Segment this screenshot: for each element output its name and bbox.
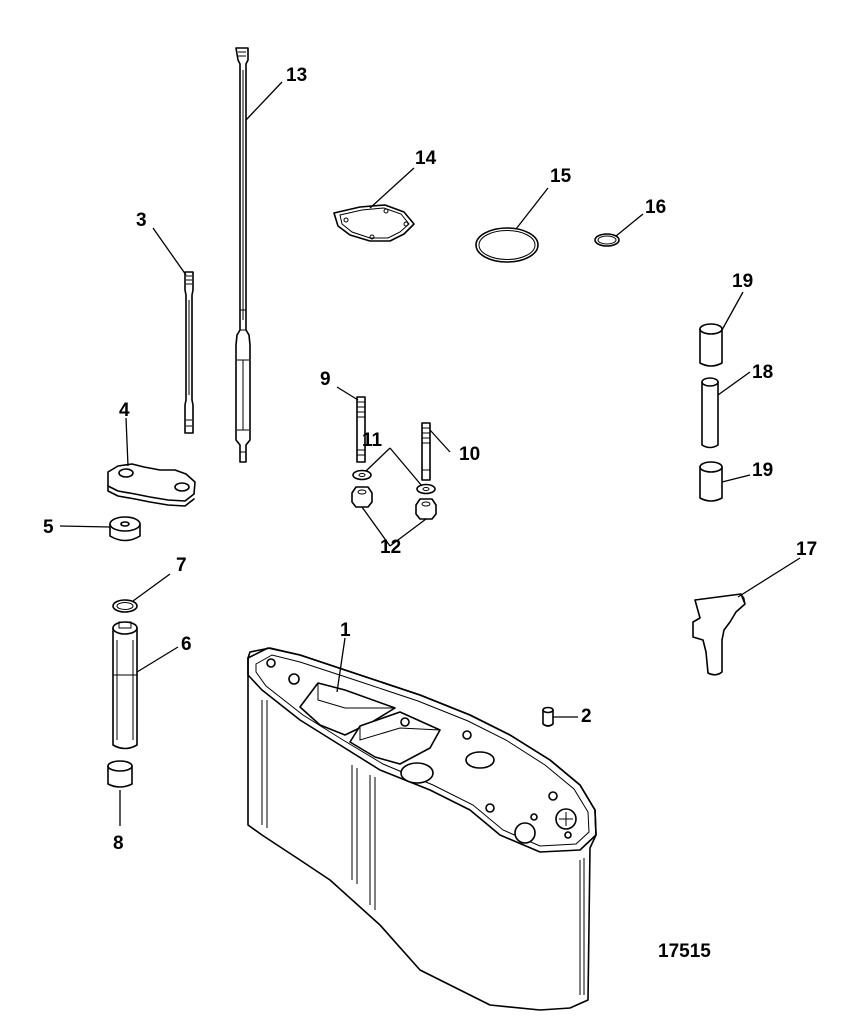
callout-4: 4 xyxy=(119,400,130,421)
callout-19-lower: 19 xyxy=(752,460,773,481)
part-17-clip xyxy=(692,593,746,676)
part-13-driveshaft xyxy=(235,47,251,463)
part-8-sleeve xyxy=(107,760,133,788)
callout-16: 16 xyxy=(645,197,666,218)
callout-15: 15 xyxy=(550,166,572,187)
callout-11: 11 xyxy=(362,430,383,451)
part-6-tube xyxy=(112,621,138,750)
part-7-ring xyxy=(112,599,138,613)
callout-17: 17 xyxy=(796,539,817,560)
callout-1: 1 xyxy=(340,620,351,641)
callout-12: 12 xyxy=(380,537,401,558)
callout-2: 2 xyxy=(581,706,592,727)
callout-18: 18 xyxy=(752,362,773,383)
callout-13: 13 xyxy=(286,65,307,86)
part-1-housing xyxy=(247,647,597,1011)
callout-9: 9 xyxy=(320,369,331,390)
callout-labels: 13 14 15 16 3 19 18 9 4 11 10 19 5 12 17… xyxy=(43,65,817,962)
part-14-gasket xyxy=(333,204,415,242)
part-5-bushing xyxy=(109,516,141,542)
callout-10: 10 xyxy=(459,444,480,465)
callout-19-upper: 19 xyxy=(732,271,753,292)
part-19-bushing-lower xyxy=(699,461,723,502)
part-16-small-ring xyxy=(594,233,620,247)
part-15-o-ring xyxy=(475,227,539,263)
part-19-bushing-upper xyxy=(699,323,723,367)
callout-6: 6 xyxy=(181,634,192,655)
part-11-washers xyxy=(352,469,436,495)
part-4-bracket xyxy=(107,463,196,507)
part-18-tube xyxy=(701,377,719,449)
part-2-pin xyxy=(542,706,554,727)
callout-8: 8 xyxy=(113,833,124,854)
callout-3: 3 xyxy=(136,210,147,231)
callout-7: 7 xyxy=(176,555,187,576)
callout-14: 14 xyxy=(415,148,437,169)
part-10-stud xyxy=(421,422,431,481)
part-3-shift-shaft xyxy=(184,271,194,434)
part-9-stud xyxy=(356,396,366,463)
leader-lines xyxy=(59,81,801,826)
part-12-nuts xyxy=(351,486,437,520)
callout-5: 5 xyxy=(43,517,54,538)
figure-number: 17515 xyxy=(658,941,711,962)
